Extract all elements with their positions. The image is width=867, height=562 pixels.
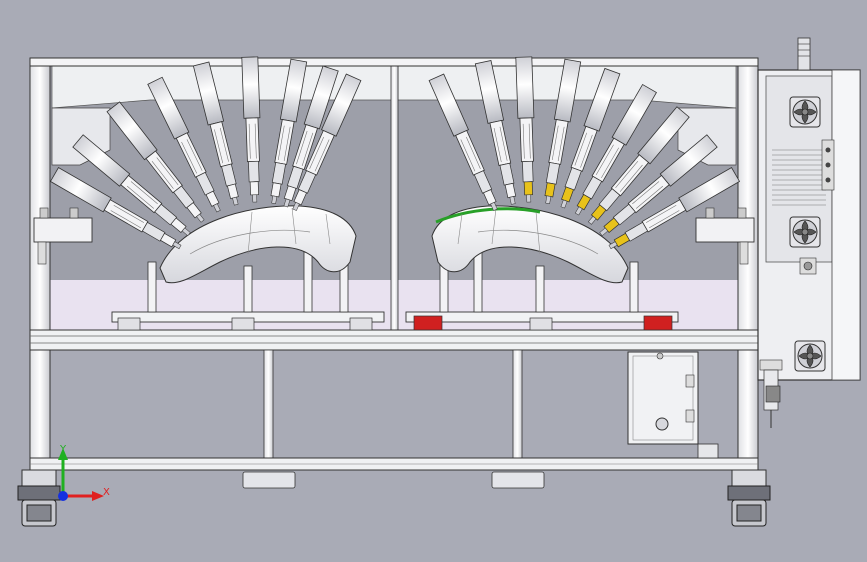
- left-caster: [17, 469, 61, 527]
- right-actuator-5: [560, 67, 621, 209]
- left-actuator-5: [192, 61, 239, 206]
- fixture-bed-right: [398, 280, 738, 332]
- bottom-pad-left: [242, 471, 296, 489]
- top-fan-icon: [789, 96, 821, 128]
- electrical-box: [627, 351, 719, 459]
- left-actuator-1: [49, 167, 182, 250]
- right-part-fixture: [431, 205, 629, 284]
- lower-support-1: [263, 349, 274, 461]
- left-part-fixture: [159, 205, 357, 284]
- left-actuator-8: [283, 65, 339, 208]
- left-actuator-9: [292, 73, 362, 211]
- right-mount-block: [695, 207, 755, 265]
- right-actuator-array: [428, 56, 741, 250]
- left-actuator-array: [49, 56, 362, 250]
- right-actuator-1: [428, 73, 498, 211]
- right-fixture-plate: [405, 311, 679, 331]
- lower-support-2: [512, 349, 523, 461]
- center-post: [390, 57, 399, 337]
- left-actuator-7: [270, 58, 308, 205]
- left-actuator-4: [147, 76, 221, 213]
- bottom-fan-icon: [794, 340, 826, 372]
- right-actuator-4: [544, 58, 582, 205]
- left-actuator-2: [72, 134, 191, 237]
- left-actuator-3: [106, 101, 205, 223]
- right-actuator-7: [587, 106, 690, 225]
- right-actuator-8: [599, 134, 718, 237]
- right-actuator-6: [574, 83, 657, 216]
- left-mount-block: [33, 207, 93, 265]
- right-caster: [727, 469, 771, 527]
- right-actuator-9: [608, 167, 741, 250]
- axis-y-label: Y: [59, 444, 67, 455]
- top-beam: [29, 57, 759, 67]
- middle-fan-icon: [789, 216, 821, 248]
- left-actuator-6: [241, 56, 261, 203]
- fixture-bed-left: [50, 280, 392, 332]
- right-actuator-3: [515, 56, 535, 203]
- right-actuator-2: [474, 59, 517, 205]
- bottom-pad-right: [491, 471, 545, 489]
- axis-triad: Y X: [58, 444, 110, 501]
- axis-x-label: X: [103, 487, 110, 498]
- mid-rail: [29, 329, 759, 351]
